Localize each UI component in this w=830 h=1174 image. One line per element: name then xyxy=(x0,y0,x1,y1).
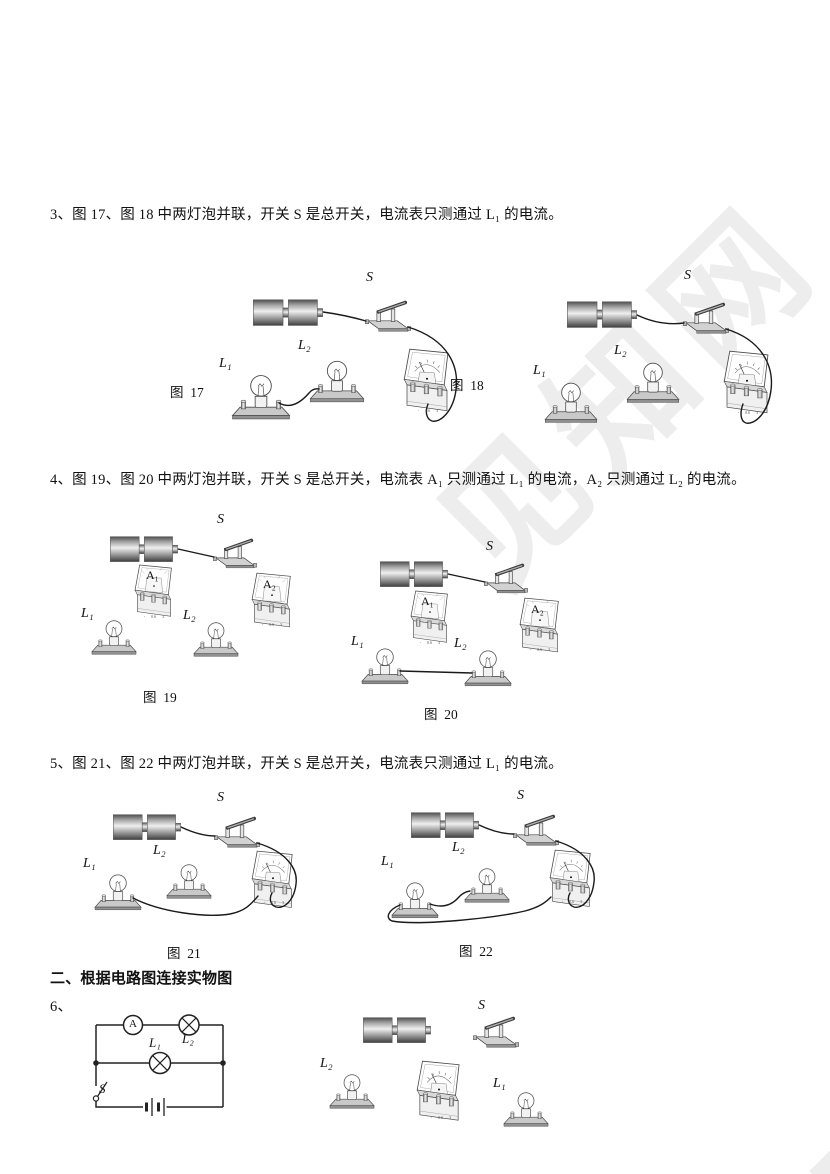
lamp2-label: L₂ xyxy=(153,843,166,858)
bulb-icon xyxy=(544,382,598,423)
lamp1-label: L₁ xyxy=(81,606,94,621)
figure-21-caption: 图 21 xyxy=(167,946,201,961)
bulb-icon xyxy=(193,622,239,657)
battery-icon xyxy=(567,301,637,328)
ammeter-terminal-labels: - 0.6 3 xyxy=(261,622,283,627)
schematic-ammeter-label: A xyxy=(129,1018,137,1030)
ammeter2-label: A₂ xyxy=(531,602,544,616)
battery-icon xyxy=(411,812,479,838)
figure-20-caption: 图 20 xyxy=(424,707,458,722)
ammeter-terminal-labels: - 0.6 3 xyxy=(143,614,165,619)
ammeter1-label: A₁ xyxy=(146,568,159,582)
lamp1-label: L₁ xyxy=(83,856,96,871)
figure-21 xyxy=(94,814,297,916)
lamp1-label: L₁ xyxy=(493,1076,506,1091)
ammeter-terminal-labels: - 0.6 3 xyxy=(737,410,759,415)
ammeter-icon xyxy=(403,348,449,412)
lamp1-label: L₁ xyxy=(219,356,232,371)
wire-path xyxy=(636,314,773,424)
bulb-icon xyxy=(626,362,680,403)
circuit-schematic xyxy=(92,1014,226,1116)
lamp2-label: L₂ xyxy=(614,343,627,358)
switch-label: S xyxy=(486,539,493,554)
wire-path xyxy=(132,826,297,916)
figure-18 xyxy=(544,301,773,424)
switch-icon xyxy=(473,1016,519,1048)
ammeter-terminal-labels: - 0.6 3 xyxy=(430,1115,452,1120)
switch-icon xyxy=(214,816,260,848)
ammeter1-label: A₁ xyxy=(421,594,434,608)
switch-icon xyxy=(484,563,528,594)
schematic-lamp1-label: L₁ xyxy=(149,1035,161,1050)
switch-label: S xyxy=(517,788,524,803)
switch-icon xyxy=(213,538,257,569)
figure-20 xyxy=(361,561,559,687)
schematic-lamp2-label: L₂ xyxy=(182,1031,194,1046)
battery-icon xyxy=(253,299,323,326)
battery-icon xyxy=(110,536,178,562)
bulb-icon xyxy=(464,868,510,903)
switch-label: S xyxy=(217,512,224,527)
switch-icon xyxy=(683,302,729,334)
lamp2-label: L₂ xyxy=(183,608,196,623)
figure-17 xyxy=(232,299,458,422)
switch-label: S xyxy=(366,270,373,285)
lamp2-label: L₂ xyxy=(298,338,311,353)
battery-symbol xyxy=(145,1102,160,1112)
switch-icon xyxy=(513,814,559,846)
wire-path xyxy=(387,824,595,924)
wire-path xyxy=(177,548,215,558)
bulb-icon xyxy=(391,882,439,919)
switch-icon xyxy=(365,300,411,332)
lamp1-label: L₁ xyxy=(351,634,364,649)
section-2-heading: 二、根据电路图连接实物图 xyxy=(50,971,233,987)
figure-18-caption: 图 18 xyxy=(450,378,484,393)
ammeter-terminal-labels: - 0.6 3 xyxy=(561,899,583,904)
bulb-icon xyxy=(361,648,409,685)
question-4-text: 4、图 19、图 20 中两灯泡并联，开关 S 是总开关，电流表 A₁ 只测通过… xyxy=(50,472,746,488)
switch-label: S xyxy=(217,790,224,805)
ammeter-terminal-labels: - 0.6 3 xyxy=(263,900,285,905)
bulb-icon xyxy=(91,620,137,655)
lamp2-label: L₂ xyxy=(452,840,465,855)
question-6-number: 6、 xyxy=(50,999,73,1015)
schematic-switch-label: S xyxy=(99,1081,106,1096)
ammeter-terminal-labels: - 0.6 3 xyxy=(417,408,439,413)
ammeter2-label: A₂ xyxy=(263,577,276,591)
ammeter-icon xyxy=(416,1060,460,1121)
switch-label: S xyxy=(478,998,485,1013)
figure-22 xyxy=(387,812,595,924)
wire-path xyxy=(278,311,458,422)
bulb-icon xyxy=(464,650,512,687)
ammeter-icon xyxy=(723,350,769,414)
battery-icon xyxy=(363,1017,431,1043)
bulb-icon xyxy=(232,375,290,420)
question-3-text: 3、图 17、图 18 中两灯泡并联，开关 S 是总开关，电流表只测通过 L₁ … xyxy=(50,207,563,223)
figure-22-caption: 图 22 xyxy=(459,944,493,959)
lamp2-label: L₂ xyxy=(454,636,467,651)
lamp1-label: L₁ xyxy=(381,854,394,869)
wire-path xyxy=(399,573,486,674)
figure-19 xyxy=(91,536,291,657)
bulb-icon xyxy=(309,360,365,403)
question-5-text: 5、图 21、图 22 中两灯泡并联，开关 S 是总开关，电流表只测通过 L₁ … xyxy=(50,756,563,772)
battery-icon xyxy=(113,814,181,840)
question-6-components xyxy=(329,1016,549,1127)
lamp1-label: L₁ xyxy=(533,363,546,378)
bulb-icon xyxy=(503,1092,549,1127)
switch-label: S xyxy=(684,268,691,283)
figure-17-caption: 图 17 xyxy=(170,385,204,400)
ammeter-terminal-labels: - 0.6 3 xyxy=(419,640,441,645)
ammeter-terminal-labels: - 0.6 3 xyxy=(529,647,551,652)
bulb-icon xyxy=(329,1074,375,1109)
figure-19-caption: 图 19 xyxy=(143,690,177,705)
bulb-icon xyxy=(94,874,142,911)
bulb-icon xyxy=(166,864,212,899)
battery-icon xyxy=(380,561,448,587)
lamp2-label: L₂ xyxy=(320,1056,333,1071)
